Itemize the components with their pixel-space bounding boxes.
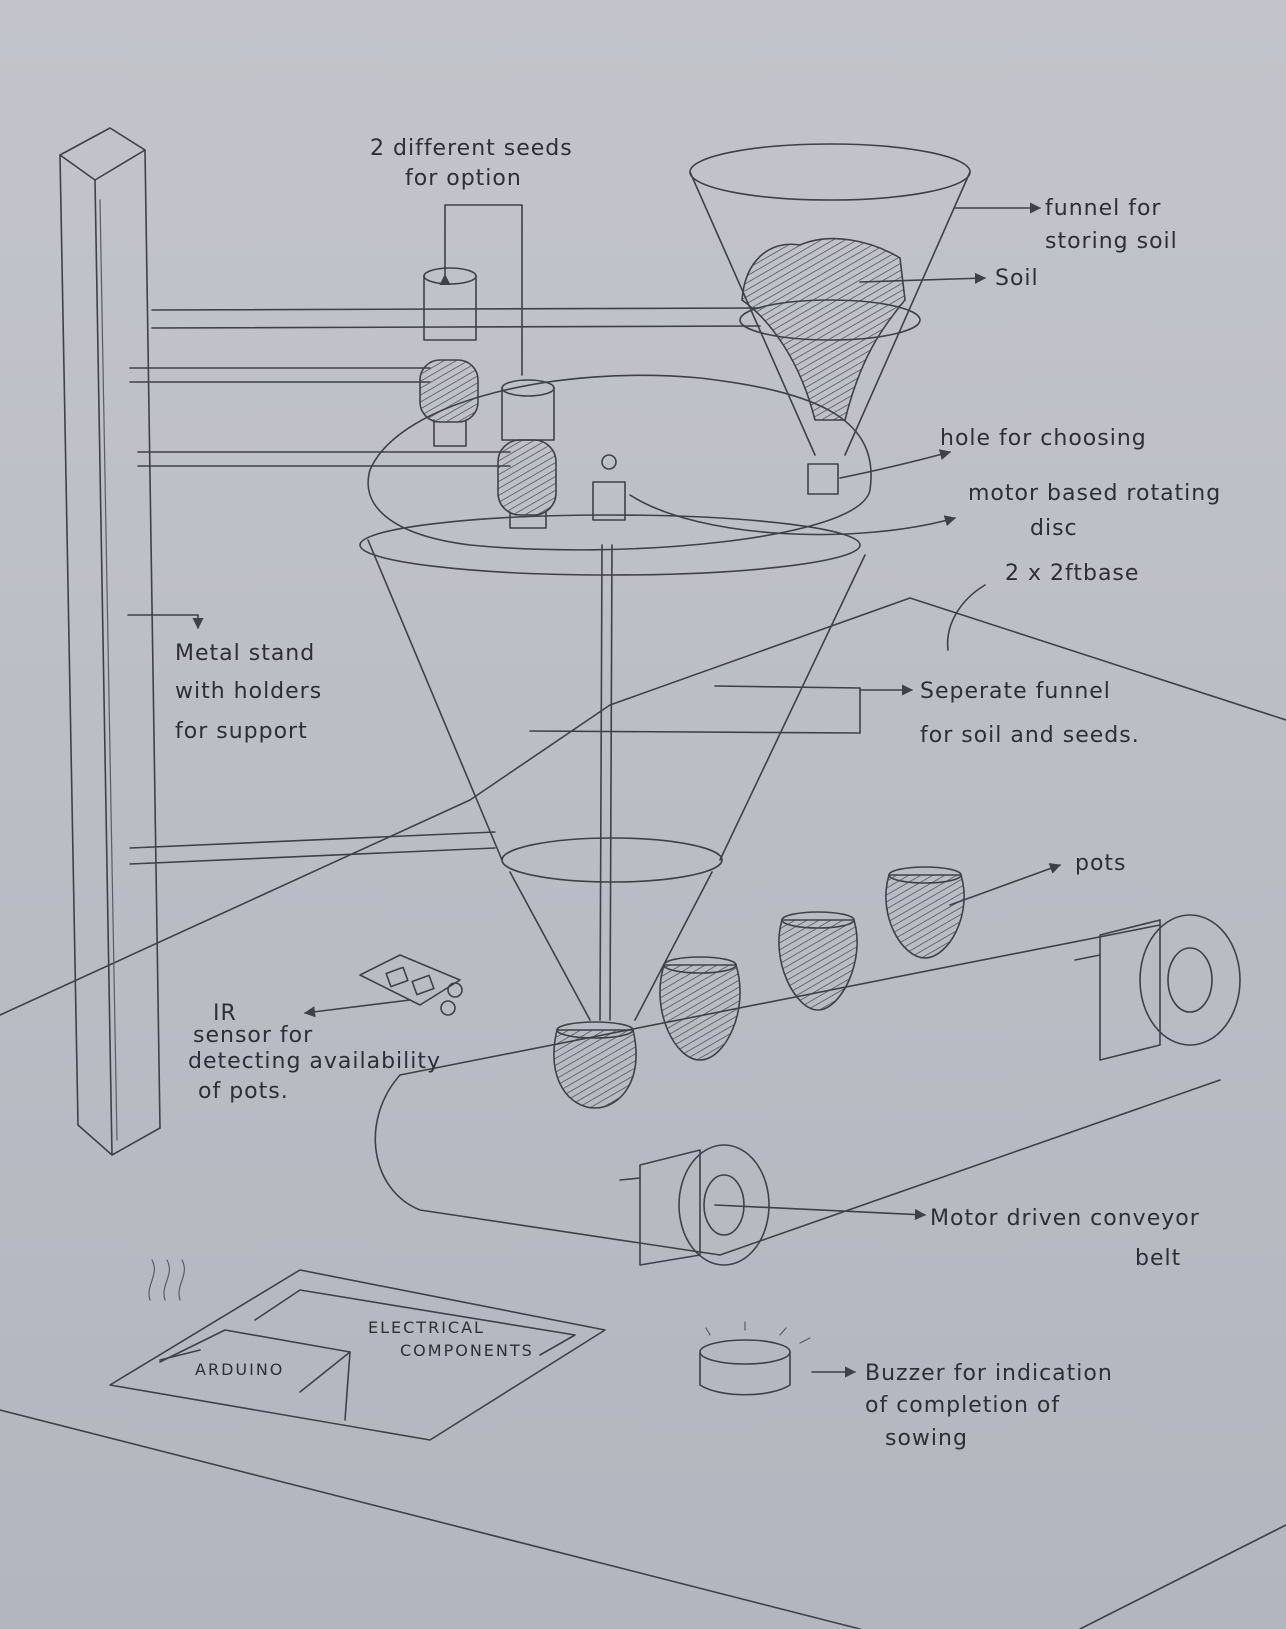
label-ir-line3: detecting availability — [188, 1049, 441, 1074]
pot-under-funnel — [554, 1022, 636, 1108]
label-separate-line2: for soil and seeds. — [920, 723, 1140, 748]
label-stand-line1: Metal stand — [175, 641, 315, 666]
seed-container-2 — [498, 380, 556, 528]
leader-lines — [128, 205, 1060, 1372]
label-separate-line1: Seperate funnel — [920, 679, 1111, 704]
metal-stand — [60, 128, 160, 1155]
ir-sensor — [360, 955, 462, 1015]
label-conveyor-line2: belt — [1135, 1246, 1181, 1271]
pot-3 — [886, 867, 964, 958]
label-arduino: ARDUINO — [195, 1360, 284, 1379]
label-seeds-line2: for option — [405, 166, 522, 191]
buzzer — [700, 1322, 810, 1395]
label-electrical-line2: COMPONENTS — [400, 1341, 534, 1360]
label-conveyor-line1: Motor driven conveyor — [930, 1206, 1200, 1231]
label-disc-line2: disc — [1030, 516, 1078, 541]
label-ir-line4: of pots. — [198, 1079, 289, 1104]
label-seeds-line1: 2 different seeds — [370, 136, 573, 161]
label-funnel-soil-line2: storing soil — [1045, 229, 1178, 254]
label-disc-line1: motor based rotating — [968, 481, 1221, 506]
label-buzzer-line2: of completion of — [865, 1393, 1060, 1418]
pot-2 — [779, 912, 857, 1010]
pot-1 — [660, 957, 740, 1060]
label-funnel-soil-line1: funnel for — [1045, 196, 1161, 221]
label-ir-line2: sensor for — [193, 1023, 313, 1048]
label-hole: hole for choosing — [940, 426, 1147, 451]
label-soil: Soil — [995, 266, 1039, 291]
label-stand-line2: with holders — [175, 679, 322, 704]
seed-container-1 — [420, 268, 478, 446]
label-electrical-line1: ELECTRICAL — [368, 1318, 485, 1337]
label-buzzer-line3: sowing — [885, 1426, 968, 1451]
label-pots: pots — [1075, 851, 1127, 876]
label-stand-line3: for support — [175, 719, 308, 744]
base-board — [0, 598, 1286, 1629]
soil-funnel — [690, 144, 970, 494]
label-base: 2 x 2ftbase — [1005, 561, 1139, 586]
label-buzzer-line1: Buzzer for indication — [865, 1361, 1113, 1386]
